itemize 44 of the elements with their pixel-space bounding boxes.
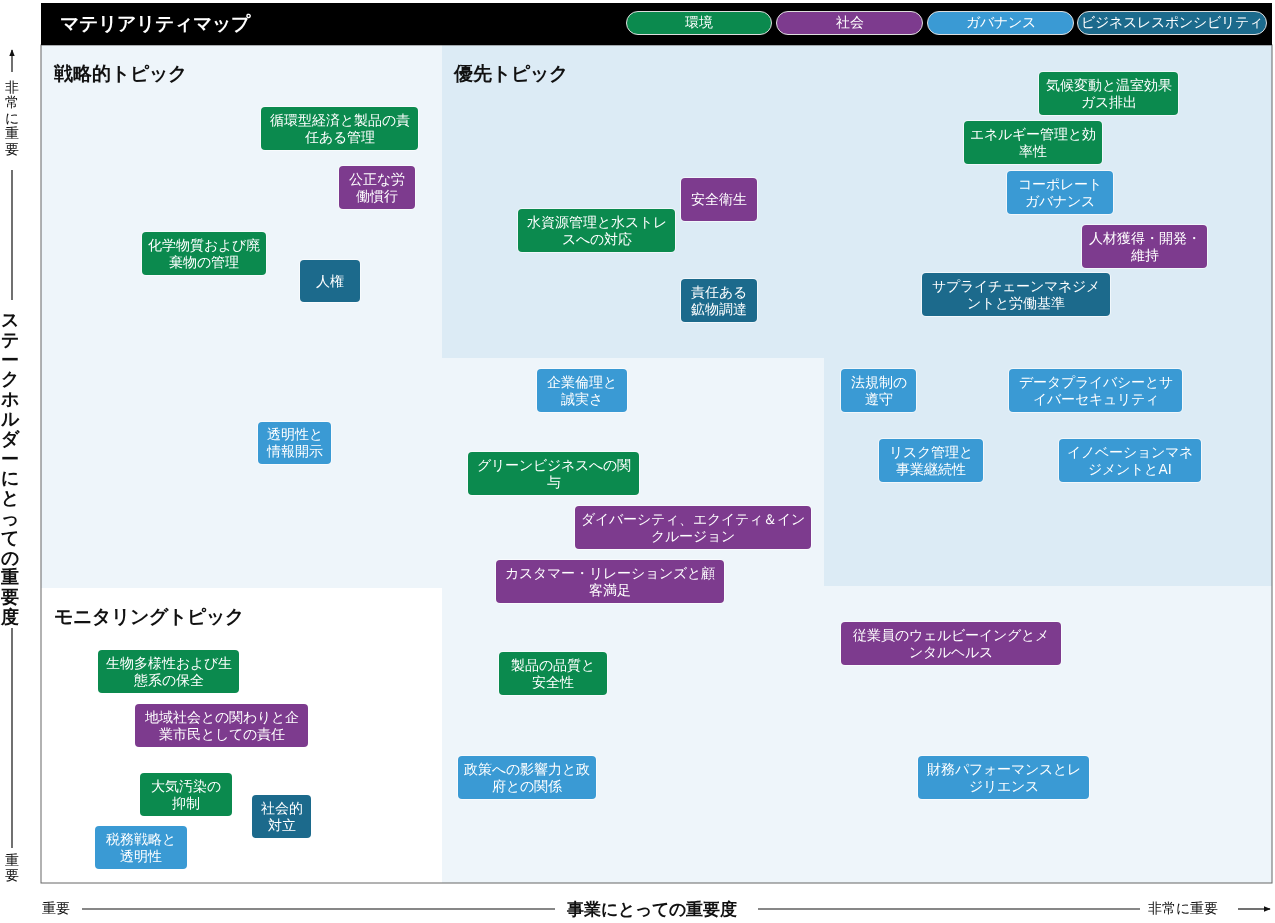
topic-label: 政策への影響力と政府との関係	[464, 760, 590, 795]
legend-item: ガバナンス	[927, 11, 1074, 35]
topic-label: 責任ある鉱物調達	[690, 283, 748, 318]
axis-label: 非常に重要	[1148, 900, 1218, 918]
topic-label: 気候変動と温室効果ガス排出	[1045, 76, 1172, 111]
topic-label: 大気汚染の抑制	[150, 777, 222, 812]
topic-label: 税務戦略と透明性	[105, 830, 177, 865]
axis-label: 重要	[42, 900, 70, 918]
topic-label: 公正な労働慣行	[348, 170, 406, 205]
quadrant-heading: 優先トピック	[454, 61, 568, 86]
topic-label: 化学物質および廃棄物の管理	[148, 236, 260, 271]
topic-label: ダイバーシティ、エクイティ＆インクルージョン	[581, 510, 805, 545]
quadrant-heading: モニタリングトピック	[54, 604, 244, 629]
legend-item: 社会	[776, 11, 923, 35]
topic-label: 従業員のウェルビーイングとメンタルヘルス	[852, 626, 1050, 661]
topic-label: 人材獲得・開発・維持	[1088, 229, 1201, 264]
topic-label: 製品の品質と安全性	[510, 656, 596, 691]
topic-label: グリーンビジネスへの関与	[475, 456, 632, 491]
legend-item: ビジネスレスポンシビリティ	[1077, 11, 1267, 35]
topic-label: 財務パフォーマンスとレジリエンス	[925, 760, 1082, 795]
topic-label: カスタマー・リレーションズと顧客満足	[504, 564, 716, 599]
topic-label: 地域社会との関わりと企業市民としての責任	[143, 708, 300, 743]
topic-label: データプライバシーとサイバーセキュリティ	[1017, 373, 1174, 408]
topic-label: 透明性と情報開示	[265, 426, 324, 460]
axis-label: 重要	[5, 853, 19, 884]
axis-label: 非常に重要	[5, 80, 19, 157]
topic-label: リスク管理と事業継続性	[888, 443, 974, 478]
topic-label: コーポレートガバナンス	[1017, 175, 1103, 210]
topic-label: エネルギー管理と効率性	[970, 125, 1096, 160]
topic-label: イノベーションマネジメントとAI	[1066, 443, 1194, 478]
topic-label: 生物多様性および生態系の保全	[104, 654, 233, 689]
topic-label: 水資源管理と水ストレスへの対応	[525, 213, 668, 248]
topic-label: 企業倫理と誠実さ	[546, 373, 618, 408]
axis-title: ステークホルダーにとっての重要度	[1, 310, 19, 627]
topic-label: サプライチェーンマネジメントと労働基準	[931, 277, 1101, 312]
axis-title: 事業にとっての重要度	[567, 898, 737, 921]
topic-label: 安全衛生	[691, 191, 747, 208]
topic-label: 循環型経済と製品の責任ある管理	[268, 111, 411, 146]
topic-label: 人権	[316, 272, 344, 290]
topic-label: 社会的対立	[259, 799, 304, 834]
map-title: マテリアリティマップ	[60, 11, 250, 36]
quadrant-heading: 戦略的トピック	[54, 61, 187, 86]
legend-item: 環境	[626, 11, 772, 35]
topic-label: 法規制の遵守	[849, 373, 908, 408]
